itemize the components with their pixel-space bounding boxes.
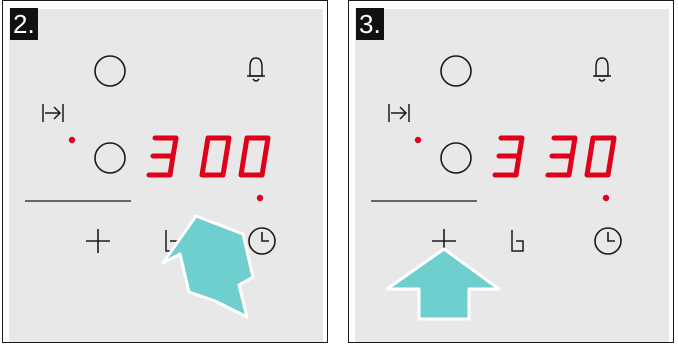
bell-icon[interactable] <box>247 57 265 82</box>
display-digit-2 <box>545 135 578 178</box>
press-arrow-plus <box>385 247 501 321</box>
display-digit-2 <box>199 135 232 178</box>
step-panel-3: 3. <box>348 0 674 343</box>
circle-key-top[interactable] <box>440 55 472 87</box>
display-digit-3 <box>584 135 617 178</box>
step-number-badge: 2. <box>10 8 38 40</box>
step-panel-2: 2. <box>2 0 328 343</box>
clock-icon[interactable] <box>594 227 622 255</box>
skip-to-end-icon[interactable] <box>388 104 410 122</box>
indicator-dot-left <box>414 136 422 144</box>
control-panel-illustration <box>371 55 622 321</box>
press-arrow-clock <box>161 214 255 319</box>
display-digit-1 <box>492 135 525 178</box>
indicator-dot-left <box>68 136 76 144</box>
circle-key-middle[interactable] <box>94 142 126 174</box>
clock-icon[interactable] <box>248 227 276 255</box>
plus-icon[interactable] <box>86 229 110 253</box>
step-number-badge: 3. <box>356 8 384 40</box>
indicator-dot-clock <box>256 194 264 202</box>
circle-key-top[interactable] <box>94 55 126 87</box>
display-digit-3 <box>238 135 271 178</box>
indicator-dot-clock <box>602 194 610 202</box>
skip-to-end-icon[interactable] <box>42 104 64 122</box>
control-panel-illustration <box>25 55 276 319</box>
digit-display <box>492 135 617 178</box>
bell-icon[interactable] <box>593 57 611 82</box>
circle-key-middle[interactable] <box>440 142 472 174</box>
digit-display <box>146 135 271 178</box>
display-digit-1 <box>146 135 179 178</box>
minus-icon[interactable] <box>511 230 524 252</box>
